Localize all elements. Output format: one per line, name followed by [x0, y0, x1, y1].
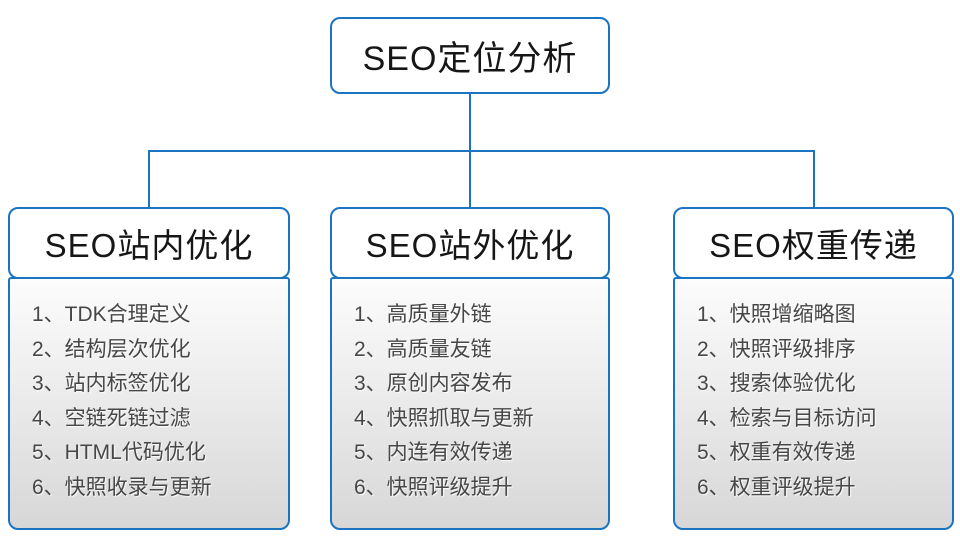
- list-item: 4、检索与目标访问: [697, 406, 877, 430]
- column-onsite-optimization: SEO站内优化 1、TDK合理定义 2、结构层次优化 3、站内标签优化 4、空链…: [8, 207, 290, 530]
- column-weight-transfer: SEO权重传递 1、快照增缩略图 2、快照评级排序 3、搜索体验优化 4、检索与…: [673, 207, 954, 530]
- list-item: 6、快照收录与更新: [32, 475, 212, 499]
- column-list-onsite: 1、TDK合理定义 2、结构层次优化 3、站内标签优化 4、空链死链过滤 5、H…: [8, 277, 290, 530]
- list-item: 3、原创内容发布: [354, 372, 513, 395]
- list-item: 5、内连有效传递: [354, 441, 513, 464]
- connector-horizontal-bar: [148, 150, 815, 152]
- list-item: 1、TDK合理定义: [32, 303, 191, 326]
- list-item: 5、权重有效传递: [697, 441, 856, 464]
- connector-drop-middle: [469, 150, 471, 208]
- list-item: 3、搜索体验优化: [697, 372, 856, 395]
- list-item: 5、HTML代码优化: [32, 441, 206, 464]
- connector-root-stem: [469, 94, 471, 152]
- column-header-offsite: SEO站外优化: [330, 207, 610, 279]
- list-item: 6、快照评级提升: [354, 475, 513, 499]
- column-list-offsite: 1、高质量外链 2、高质量友链 3、原创内容发布 4、快照抓取与更新 5、内连有…: [330, 277, 610, 530]
- list-item: 2、高质量友链: [354, 337, 492, 361]
- connector-drop-left: [148, 150, 150, 208]
- list-item: 2、结构层次优化: [32, 337, 191, 361]
- connector-drop-right: [813, 150, 815, 208]
- column-list-weight-transfer: 1、快照增缩略图 2、快照评级排序 3、搜索体验优化 4、检索与目标访问 5、权…: [673, 277, 954, 530]
- root-node-seo-positioning-analysis: SEO定位分析: [330, 17, 610, 94]
- column-header-weight-transfer: SEO权重传递: [673, 207, 954, 279]
- list-item: 1、高质量外链: [354, 303, 492, 326]
- list-item: 4、快照抓取与更新: [354, 406, 534, 430]
- list-item: 2、快照评级排序: [697, 337, 856, 361]
- column-offsite-optimization: SEO站外优化 1、高质量外链 2、高质量友链 3、原创内容发布 4、快照抓取与…: [330, 207, 610, 530]
- list-item: 1、快照增缩略图: [697, 303, 856, 326]
- list-item: 3、站内标签优化: [32, 372, 191, 395]
- list-item: 4、空链死链过滤: [32, 406, 191, 430]
- column-header-onsite: SEO站内优化: [8, 207, 290, 279]
- list-item: 6、权重评级提升: [697, 475, 856, 499]
